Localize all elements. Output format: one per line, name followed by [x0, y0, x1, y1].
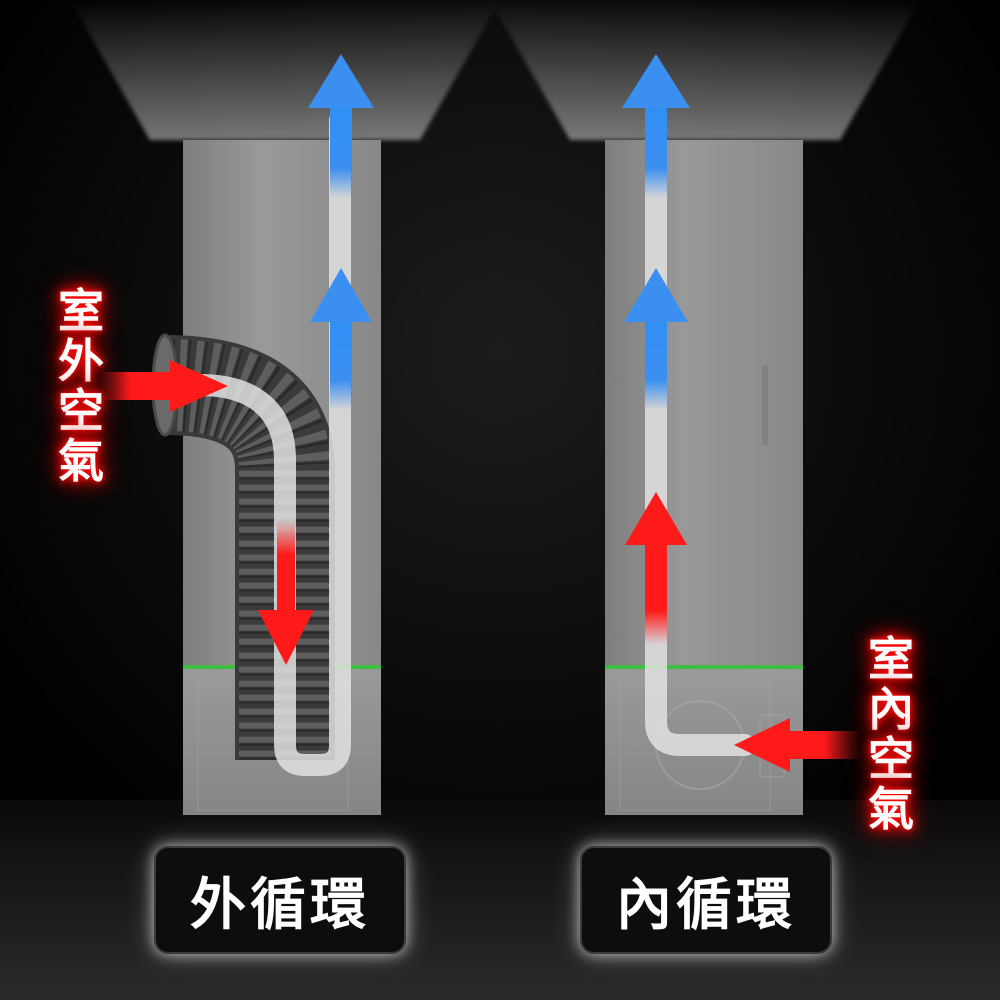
internal-circulation-badge: 內循環: [580, 846, 832, 954]
outdoor-air-label: 室外空氣: [58, 284, 104, 488]
mist-plume-left: [70, 0, 500, 140]
arrow-outdoor-intake: [100, 360, 228, 412]
arrow-up-red-right: [625, 492, 687, 645]
unit-internal: [605, 140, 803, 815]
flow-path-internal: [645, 109, 756, 756]
external-circulation-badge: 外循環: [154, 846, 406, 954]
arrow-up-top-left: [308, 54, 374, 198]
arrow-up-mid-right: [624, 268, 688, 410]
flow-path-external: [189, 109, 351, 776]
mist-plume-right: [490, 0, 920, 140]
arrow-up-top-right: [622, 54, 690, 198]
arrow-up-mid-left: [310, 268, 372, 410]
status-strip: [605, 665, 803, 669]
floor: [0, 800, 1000, 1000]
indoor-air-label: 室內空氣: [868, 632, 914, 836]
unit-body: [605, 140, 803, 668]
arrow-indoor-intake: [734, 718, 860, 772]
arrow-down-hose: [258, 520, 314, 665]
